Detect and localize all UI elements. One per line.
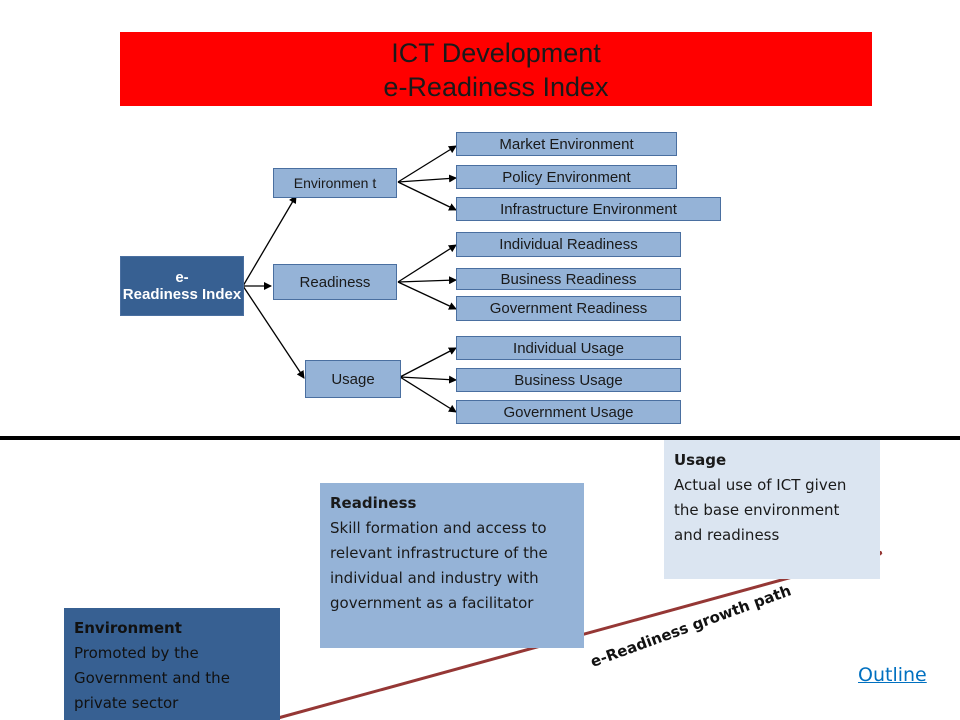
pillar-node-usage: Usage	[305, 360, 401, 398]
panel-environment: Environment Promoted by the Government a…	[64, 608, 280, 720]
panel-usage: Usage Actual use of ICT given the base e…	[664, 440, 880, 579]
title-line-1: ICT Development	[391, 38, 601, 68]
leaf-label: Business Readiness	[500, 270, 637, 288]
leaf-label: Policy Environment	[502, 168, 631, 186]
leaf-label: Infrastructure Environment	[500, 200, 677, 218]
connector-usage-1	[399, 347, 457, 378]
connector-env-3	[397, 181, 457, 211]
pillar-node-label: Environmen t	[293, 174, 377, 191]
pillar-node-environment: Environmen t	[273, 168, 397, 198]
connector-read-3	[397, 281, 457, 310]
leaf-government-readiness: Government Readiness	[456, 296, 681, 321]
connector-env-2	[397, 174, 457, 183]
panel-body: Promoted by the Government and the priva…	[74, 644, 230, 712]
leaf-label: Business Usage	[514, 371, 623, 389]
section-divider	[0, 436, 960, 440]
connector-read-2	[397, 276, 457, 285]
root-node-e-readiness-index: e-Readiness Index	[120, 256, 244, 316]
panel-heading: Environment	[74, 619, 182, 637]
connector-root-environment	[242, 195, 297, 287]
title-line-2: e-Readiness Index	[383, 72, 609, 102]
leaf-business-usage: Business Usage	[456, 368, 681, 392]
pillar-node-label: Readiness	[299, 273, 371, 291]
leaf-market-environment: Market Environment	[456, 132, 677, 156]
leaf-policy-environment: Policy Environment	[456, 165, 677, 189]
panel-heading: Readiness	[330, 494, 417, 512]
leaf-label: Individual Usage	[513, 339, 624, 357]
outline-link[interactable]: Outline	[858, 664, 927, 686]
connector-env-1	[397, 145, 457, 183]
leaf-individual-usage: Individual Usage	[456, 336, 681, 360]
leaf-label: Government Readiness	[489, 300, 648, 317]
pillar-node-readiness: Readiness	[273, 264, 397, 300]
leaf-label: Individual Readiness	[499, 236, 638, 253]
pillar-node-label: Usage	[331, 370, 375, 388]
leaf-infrastructure-environment: Infrastructure Environment	[456, 197, 721, 221]
leaf-label: Government Usage	[503, 403, 634, 421]
title-banner: ICT Development e-Readiness Index	[120, 32, 872, 106]
panel-body: Skill formation and access to relevant i…	[330, 519, 548, 612]
panel-heading: Usage	[674, 451, 727, 469]
connector-usage-3	[399, 376, 457, 413]
connector-read-1	[397, 244, 457, 283]
leaf-government-usage: Government Usage	[456, 400, 681, 424]
panel-readiness: Readiness Skill formation and access to …	[320, 483, 584, 648]
panel-body: Actual use of ICT given the base environ…	[674, 476, 847, 544]
root-node-label: e-Readiness Index	[122, 269, 242, 303]
connector-usage-2	[399, 375, 457, 384]
leaf-label: Market Environment	[499, 135, 634, 153]
leaf-business-readiness: Business Readiness	[456, 268, 681, 290]
leaf-individual-readiness: Individual Readiness	[456, 232, 681, 257]
connector-root-usage	[242, 285, 305, 379]
tree-connectors	[242, 145, 457, 413]
